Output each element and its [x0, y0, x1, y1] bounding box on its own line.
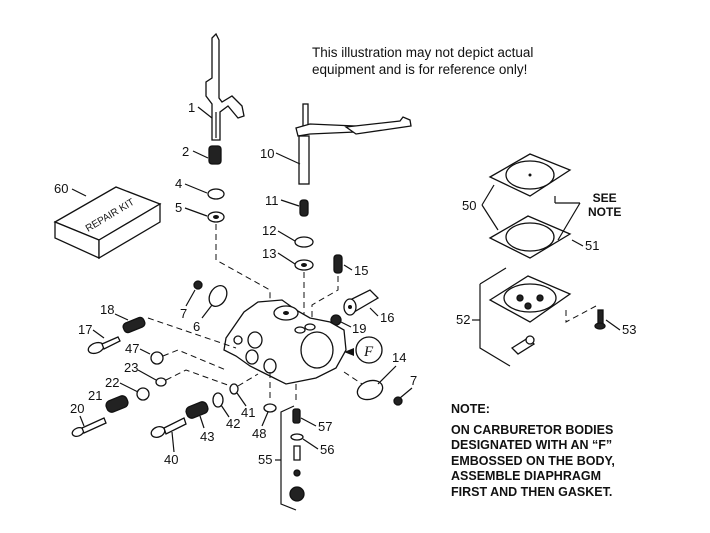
part-55-needle	[293, 445, 301, 461]
label-part-55: 55	[258, 452, 272, 467]
label-part-52: 52	[456, 312, 470, 327]
note-line: ASSEMBLE DIAPHRAGM	[451, 469, 602, 484]
carburetor-body	[223, 299, 347, 385]
label-part-15: 15	[354, 263, 368, 278]
label-part-10: 10	[260, 146, 274, 161]
see-note-line-2: NOTE	[588, 205, 622, 219]
part-21-spring	[105, 395, 129, 413]
part-11-spring	[299, 199, 309, 217]
f-emboss-letter: F	[363, 344, 374, 360]
label-part-6: 6	[193, 319, 200, 334]
part-57-spring	[292, 408, 301, 424]
part-60-repair-kit-box: REPAIR KIT	[53, 186, 162, 260]
see-note-line-1: SEE	[592, 191, 617, 205]
label-part-43: 43	[200, 429, 214, 444]
note-line: ON CARBURETOR BODIES	[451, 422, 614, 437]
part-23-o-ring	[155, 377, 167, 387]
note-line: FIRST AND THEN GASKET.	[451, 484, 613, 499]
label-part-57: 57	[318, 419, 332, 434]
disclaimer-text: This illustration may not depict actual …	[312, 44, 533, 78]
label-part-56: 56	[320, 442, 334, 457]
f-emboss-indicator: F	[344, 336, 383, 364]
assembly-note: NOTE: ON CARBURETOR BODIES DESIGNATED WI…	[451, 402, 615, 501]
label-part-47: 47	[125, 341, 139, 356]
disclaimer-line-1: This illustration may not depict actual	[312, 45, 534, 60]
part-52-pump-body	[488, 275, 572, 355]
label-part-51: 51	[585, 238, 599, 253]
part-42-washer	[212, 392, 224, 408]
part-18-spring	[122, 316, 146, 334]
part-1-choke-shaft	[205, 32, 245, 141]
label-part-14: 14	[392, 350, 406, 365]
label-part-18: 18	[100, 302, 114, 317]
label-part-17: 17	[78, 322, 92, 337]
part-15-spring	[333, 254, 343, 274]
part-56-gasket	[290, 433, 304, 441]
part-50-diaphragm	[488, 153, 572, 197]
label-part-22: 22	[105, 375, 119, 390]
label-part-53: 53	[622, 322, 636, 337]
label-part-50: 50	[462, 198, 476, 213]
label-part-41: 41	[241, 405, 255, 420]
part-40-adjusting-needle	[150, 417, 187, 438]
part-47-gasket	[150, 351, 164, 365]
note-title: NOTE:	[451, 402, 490, 416]
label-part-1: 1	[188, 100, 195, 115]
part-6-choke-plate	[208, 285, 228, 307]
part-10-throttle-shaft	[295, 103, 412, 185]
label-part-12: 12	[262, 223, 276, 238]
part-22-washer	[136, 387, 150, 401]
label-part-2: 2	[182, 144, 189, 159]
label-part-20: 20	[70, 401, 84, 416]
label-part-40: 40	[164, 452, 178, 467]
part-4-washer	[207, 188, 225, 200]
label-part-23: 23	[124, 360, 138, 375]
part-7-screw-left	[193, 280, 203, 290]
label-part-48: 48	[252, 426, 266, 441]
part-48-plug	[263, 403, 277, 413]
label-part-7-left: 7	[180, 306, 187, 321]
label-part-21: 21	[88, 388, 102, 403]
note-line: EMBOSSED ON THE BODY,	[451, 453, 615, 468]
part-14-throttle-plate	[356, 379, 384, 401]
part-2-spring	[208, 145, 222, 165]
see-note-callout: SEE NOTE	[588, 191, 621, 219]
label-part-60: 60	[54, 181, 68, 196]
part-7-screw-right	[393, 396, 403, 406]
part-17-screw	[87, 336, 121, 355]
label-part-19: 19	[352, 321, 366, 336]
note-line: DESIGNATED WITH AN “F”	[451, 438, 613, 453]
part-20-adjusting-needle	[71, 417, 107, 437]
label-part-4: 4	[175, 176, 182, 191]
label-part-13: 13	[262, 246, 276, 261]
part-12-washer	[294, 236, 314, 248]
label-part-16: 16	[380, 310, 394, 325]
label-part-7-right: 7	[410, 373, 417, 388]
label-part-5: 5	[175, 200, 182, 215]
label-part-11: 11	[265, 193, 279, 208]
disclaimer-line-2: equipment and is for reference only!	[312, 62, 528, 77]
part-53-screw	[594, 309, 606, 330]
label-part-42: 42	[226, 416, 240, 431]
part-51-gasket	[488, 215, 572, 259]
part-16-needle-housing	[343, 289, 380, 316]
part-43-spring	[185, 401, 209, 419]
part-41-o-ring	[229, 383, 239, 395]
